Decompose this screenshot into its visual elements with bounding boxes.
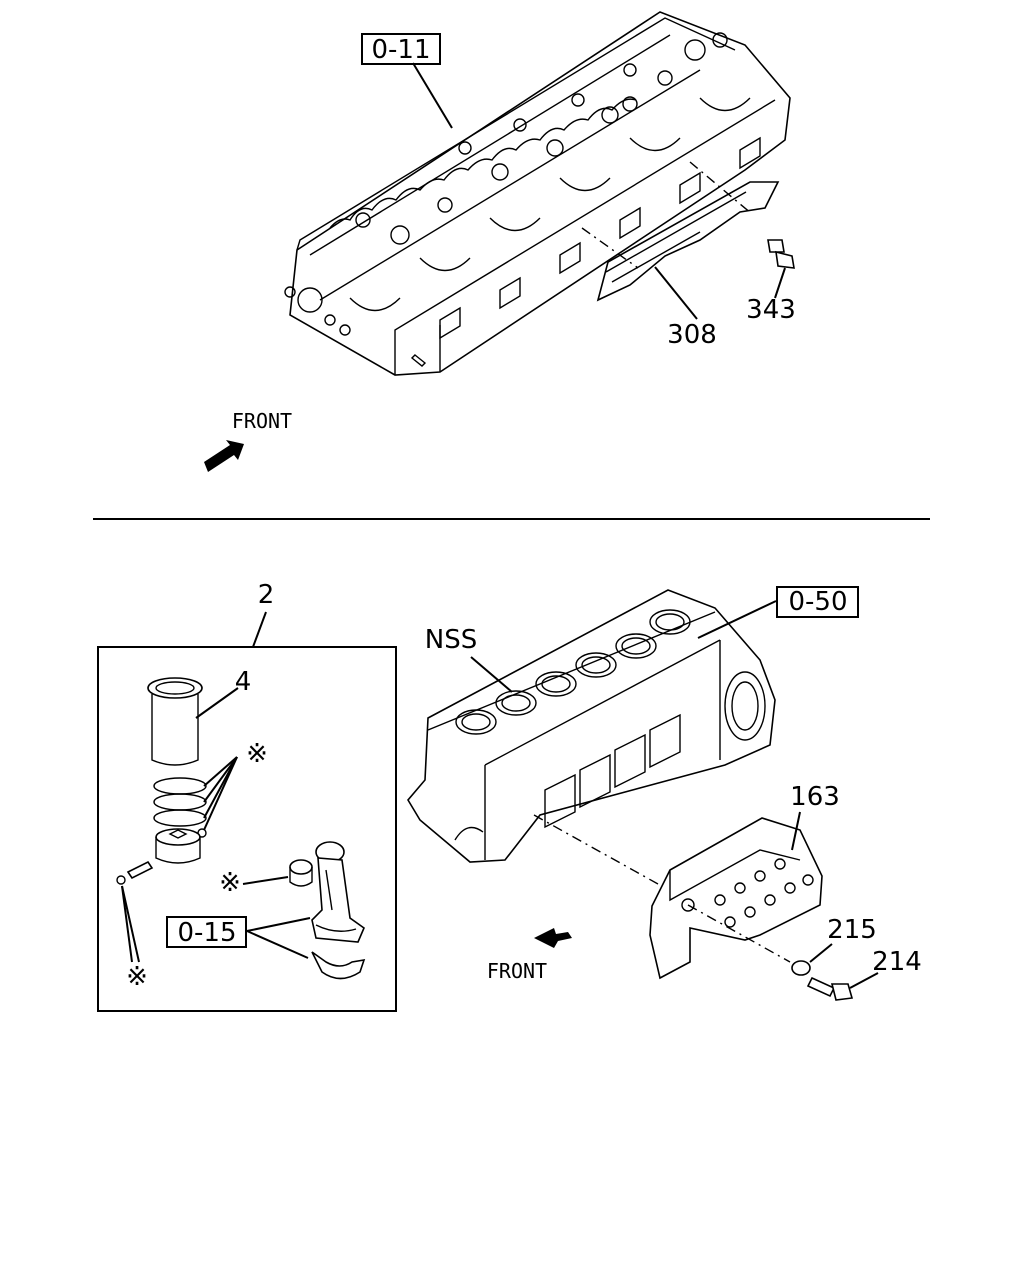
piston-rings [153, 777, 207, 827]
gasket-308 [596, 181, 780, 302]
part-308-label: 308 [667, 320, 717, 350]
bolt-343 [767, 239, 795, 269]
ref-0-50-label: 0-50 [788, 587, 847, 617]
part-214-label: 214 [872, 947, 922, 977]
asterisk-rings: ※ [246, 739, 268, 769]
ref-box-0-11 [361, 33, 441, 65]
part-343-label: 343 [746, 295, 796, 325]
asterisk-bushing: ※ [219, 868, 241, 898]
part-163-label: 163 [790, 782, 840, 812]
washer-215 [791, 960, 811, 976]
ref-box-0-50 [776, 586, 859, 618]
asterisk-pin: ※ [126, 962, 148, 992]
cylinder-head [284, 11, 791, 376]
front-label-bottom: FRONT [487, 959, 547, 983]
connecting-rod [311, 841, 366, 980]
ref-box-0-15 [166, 916, 247, 948]
ref-0-11-label: 0-11 [371, 35, 430, 65]
bushing [289, 859, 313, 887]
nss-label: NSS [425, 625, 477, 655]
ref-0-15-label: 0-15 [177, 918, 236, 948]
piston [155, 828, 201, 864]
part-215-label: 215 [827, 915, 877, 945]
front-label-top: FRONT [232, 409, 292, 433]
front-arrow-bottom-icon [534, 928, 572, 948]
part-4-label: 4 [235, 667, 252, 697]
part-2-label: 2 [258, 580, 275, 610]
cylinder-liner-4 [147, 677, 203, 766]
kit-box-2 [97, 646, 397, 1012]
front-arrow-top-icon [204, 440, 244, 472]
cylinder-block [407, 589, 776, 863]
cover-163 [649, 817, 823, 980]
piston-pin [116, 860, 154, 885]
bolt-214 [806, 976, 854, 1001]
